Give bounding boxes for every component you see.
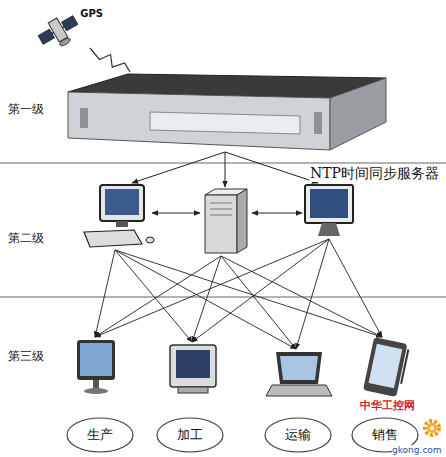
drive-bay [210,215,232,216]
rack-side [330,78,386,150]
node-label: 运输 [285,427,311,443]
oval-shape [265,418,331,452]
rack-display [150,112,300,134]
level-divider [0,163,446,164]
monitor-frame [100,185,144,221]
sync-arrow [225,152,318,183]
monitor-frame [77,340,115,380]
ntp-server: NTP时间同步服务器 [62,72,442,182]
laptop-screen [280,356,318,380]
mouse [146,237,154,243]
tower-server [205,189,247,253]
node-caption: GPS [79,8,104,20]
laptop-base [266,385,332,396]
monitor-stand [93,380,99,389]
stylus [401,349,408,383]
laptop [266,352,332,396]
sync-arrow [192,239,329,342]
rack-handle [314,112,322,134]
drive-bay [210,203,232,204]
watermark: 中华工控网 [360,400,415,413]
node-label: 加工 [177,427,203,443]
gear-hole [430,426,434,430]
tablet-screen [369,344,403,389]
tower-side [237,189,247,253]
solar-panel [62,16,78,31]
rack-front [68,92,330,150]
level-label: 第一级 [8,103,44,117]
satellite-dish [59,37,72,47]
level-divider [0,297,446,298]
node-caption: NTP时间同步服务器 [309,165,440,182]
sync-arrow [252,213,302,214]
monitor-stand [318,223,340,236]
monitor-screen [310,189,348,218]
monitor-screen [80,343,112,376]
sync-arrow [115,250,192,342]
radio-link [90,48,130,72]
rack-handle [80,108,88,128]
monitor-screen [105,189,139,215]
oval-shape [157,418,223,452]
sync-arrow [95,256,221,337]
terminal-oval: 运输 [264,417,332,453]
crt-computer [170,345,216,393]
level-label: 第三级 [8,350,44,364]
terminal-oval: 生产 [66,417,134,453]
crt-screen [176,350,210,378]
drive-bay [210,209,232,210]
sync-arrow [225,152,226,187]
monitor-frame [305,185,353,223]
crt-case [170,345,216,387]
sync-arrow [95,239,329,337]
laptop-lid [276,352,322,384]
keyboard [84,230,142,247]
sync-arrow [152,213,200,214]
rack-server [68,74,386,150]
solar-panel [38,29,54,44]
watermark-gear [425,421,439,435]
sync-arrow [132,152,225,183]
gps-satellite: GPS [42,4,106,48]
sync-arrow [221,256,382,337]
sync-arrow [95,250,115,337]
watermark: gkong.com [392,445,442,455]
sync-arrow [192,256,221,342]
tablet-case [363,337,407,397]
terminal-oval: 加工 [156,417,224,453]
flat-monitor [305,185,353,236]
node-label: 销售 [372,427,398,443]
crt-base [178,387,208,393]
oval-shape [67,418,133,452]
sync-arrow [296,239,329,349]
desktop-pc [84,185,154,247]
lcd-monitor [77,340,115,394]
sync-arrows [95,239,382,349]
tablet [363,337,409,397]
satellite-icon [35,10,83,54]
gear-body [427,423,437,433]
satellite-body [48,18,68,42]
monitor-base [84,388,108,394]
tower-front [205,195,237,253]
level-label: 第二级 [8,232,44,246]
sync-arrow [115,250,296,349]
gear-teeth [425,421,439,435]
node-label: 生产 [87,427,113,443]
sync-arrow [221,256,296,349]
sync-arrow [329,239,382,337]
monitor-stand [116,221,128,227]
